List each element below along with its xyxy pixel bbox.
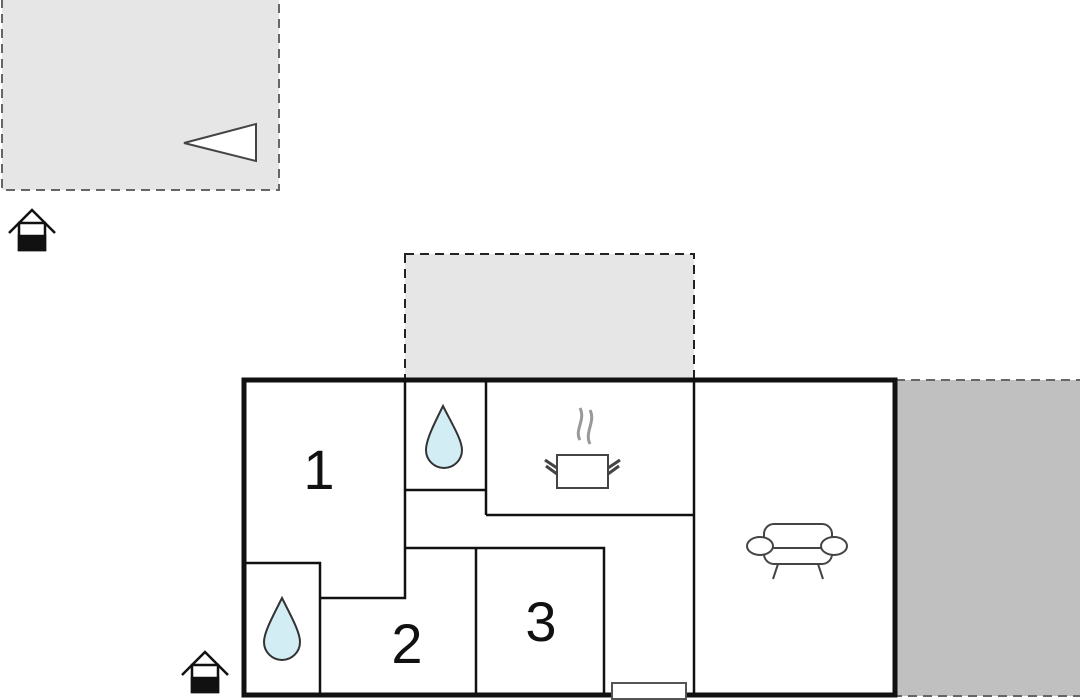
cooking-pot-icon (544, 407, 621, 489)
interior-walls (246, 382, 696, 693)
viewing-direction-icon (183, 122, 257, 163)
water-drop-icon (262, 595, 302, 661)
room-label-3: 3 (525, 590, 556, 653)
terrace-top-left (1, 0, 280, 191)
house-entrance-icon (181, 650, 229, 694)
water-drop-icon (424, 403, 464, 469)
door-step (611, 682, 687, 700)
covered-terrace-right (895, 379, 1080, 697)
terrace-center (404, 253, 695, 383)
sofa-icon (746, 523, 848, 580)
house-entrance-icon (8, 208, 56, 252)
room-label-2: 2 (391, 612, 422, 675)
room-label-1: 1 (303, 438, 334, 501)
